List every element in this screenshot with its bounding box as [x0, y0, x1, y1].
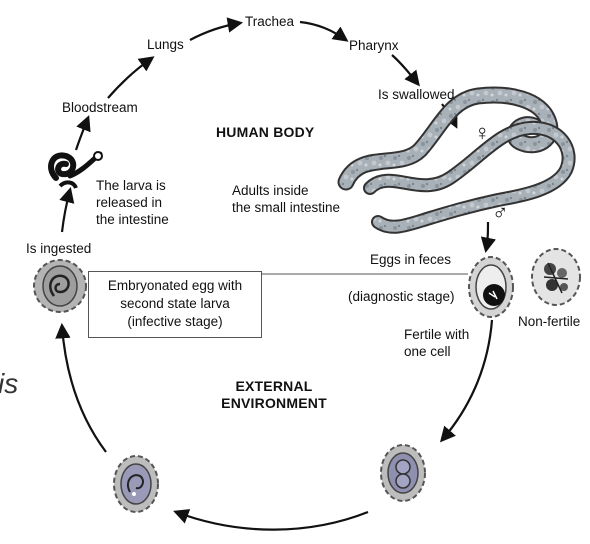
adult-worms: [337, 86, 576, 234]
larva-released-label: The larva is released in the intestine: [96, 178, 169, 227]
arrow-ingested-to-larva: [59, 187, 75, 233]
pharynx-label: Pharynx: [349, 38, 399, 53]
lungs-label: Lungs: [147, 37, 184, 52]
bloodstream-label: Bloodstream: [62, 100, 138, 115]
fertile-egg-image: [468, 256, 514, 318]
male-symbol: ♂: [492, 200, 509, 225]
eggs-in-feces-label: Eggs in feces: [370, 252, 452, 267]
arrow-bloodstream-to-lungs: [107, 56, 155, 99]
fertile-label: Fertile with one cell: [404, 327, 470, 359]
arrow-larvated-to-embryonated: [55, 322, 107, 453]
human-body-label: HUMAN BODY: [216, 124, 315, 140]
embryonated-egg-box: Embryonated egg with second state larva …: [88, 271, 262, 338]
non-fertile-egg-image: [531, 248, 581, 306]
external-environment-label: EXTERNAL ENVIRONMENT: [221, 378, 327, 411]
diagnostic-stage-label: (diagnostic stage): [348, 289, 455, 304]
arrow-trachea-to-pharynx: [299, 20, 349, 42]
swallowed-label: Is swallowed: [378, 87, 455, 102]
embryonated-egg-image: [33, 259, 87, 313]
arrow-developing-to-larvated: [173, 509, 369, 531]
developing-egg-image: [380, 444, 426, 502]
cropped-text-fragment: is: [0, 368, 19, 399]
arrow-adults-to-eggs: [480, 221, 496, 254]
embryonated-egg-label: Embryonated egg with second state larva …: [107, 278, 243, 329]
arrow-lungs-to-trachea: [189, 17, 244, 41]
adults-label: Adults inside the small intestine: [232, 183, 341, 215]
larvated-egg-image: [113, 455, 159, 513]
trachea-label: Trachea: [245, 14, 295, 29]
ingested-label: Is ingested: [26, 241, 92, 256]
larva-image: [48, 151, 103, 189]
arrow-pharynx-to-swallowed: [391, 54, 420, 87]
arrow-fertile-to-developing: [439, 319, 494, 443]
arrow-larva-to-bloodstream: [74, 115, 91, 151]
female-symbol: ♀: [474, 120, 491, 145]
non-fertile-label: Non-fertile: [518, 314, 581, 329]
